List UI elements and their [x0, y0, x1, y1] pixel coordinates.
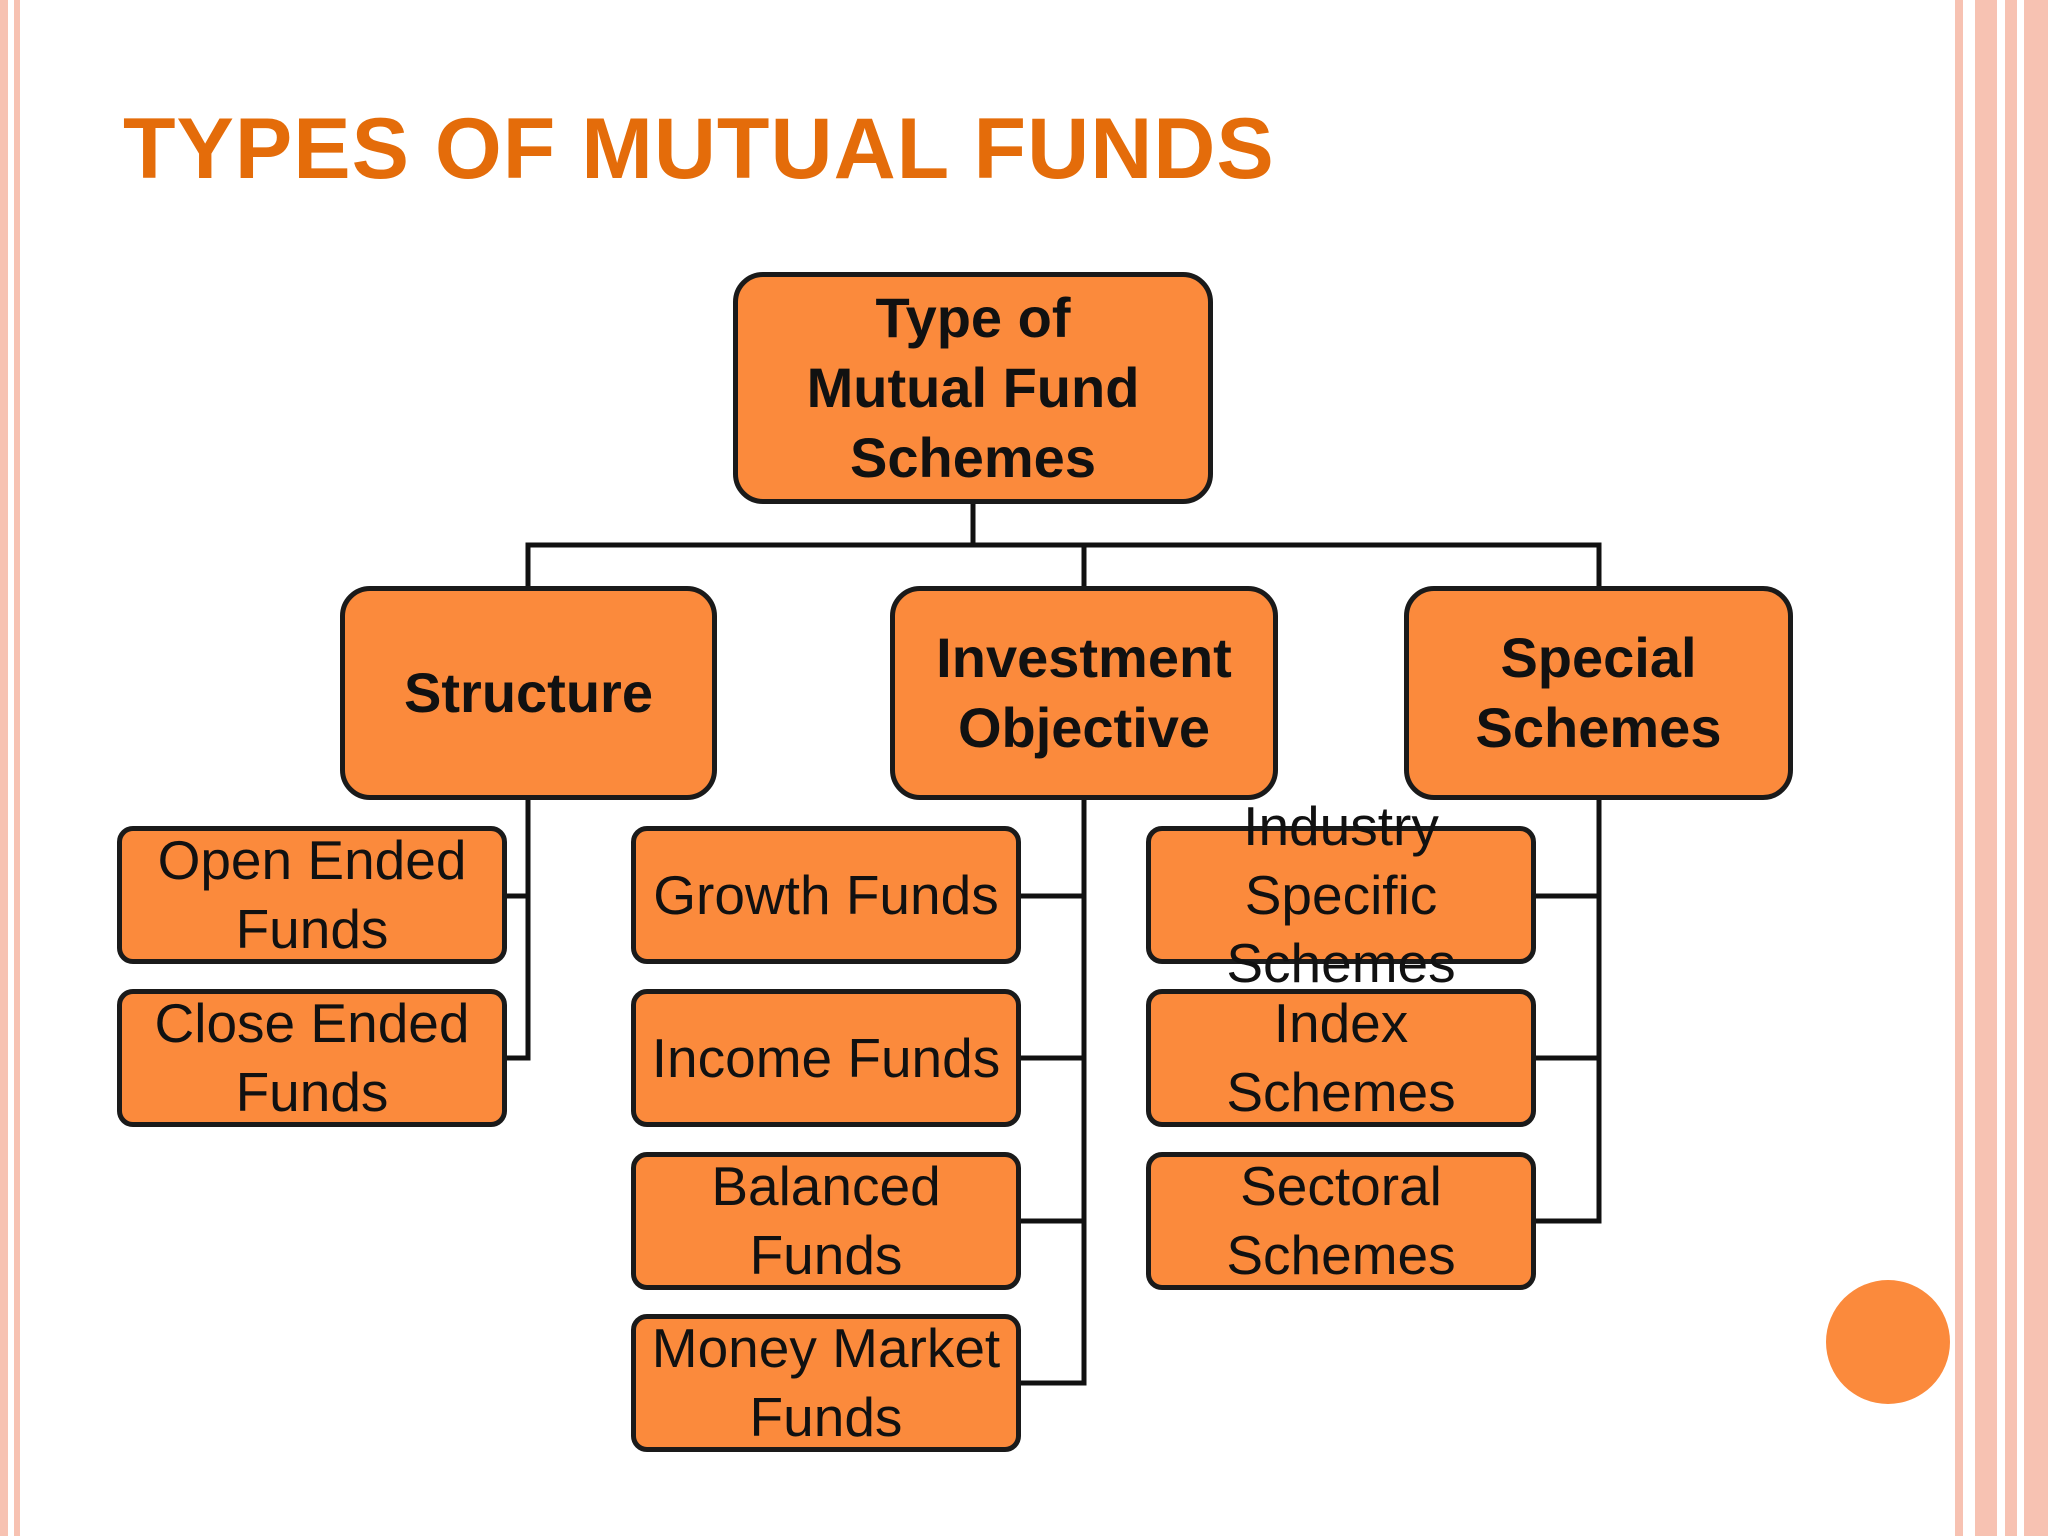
node-growth-funds-label: Growth Funds — [653, 863, 999, 926]
node-balanced-funds-label: Balanced Funds — [711, 1155, 941, 1286]
node-structure-label: Structure — [404, 661, 653, 724]
frame-stripe-right-1 — [1955, 0, 1963, 1536]
node-open-ended-funds-label: Open Ended Funds — [157, 829, 467, 960]
frame-stripe-left-inner — [14, 0, 20, 1536]
node-income-funds: Income Funds — [631, 989, 1021, 1127]
node-money-market-funds: Money Market Funds — [631, 1314, 1021, 1452]
frame-stripe-left — [0, 0, 8, 1536]
node-root-label: Type of Mutual Fund Schemes — [806, 286, 1140, 489]
node-industry-specific-schemes-label: Industry Specific Schemes — [1226, 794, 1456, 995]
node-income-funds-label: Income Funds — [651, 1026, 1001, 1089]
node-index-schemes: Index Schemes — [1146, 989, 1536, 1127]
node-index-schemes-label: Index Schemes — [1226, 992, 1456, 1123]
slide-title: TYPES OF MUTUAL FUNDS — [123, 101, 1275, 197]
node-close-ended-funds: Close Ended Funds — [117, 989, 507, 1127]
node-industry-specific-schemes: Industry Specific Schemes — [1146, 795, 1536, 994]
node-sectoral-schemes-label: Sectoral Schemes — [1226, 1155, 1456, 1286]
decorative-circle — [1826, 1280, 1950, 1404]
node-balanced-funds: Balanced Funds — [631, 1152, 1021, 1290]
node-special-schemes-label: Special Schemes — [1475, 626, 1722, 759]
frame-stripe-right-3 — [2005, 0, 2017, 1536]
node-special-schemes: Special Schemes — [1404, 586, 1793, 800]
node-investment-objective-label: Investment Objective — [936, 626, 1232, 759]
node-open-ended-funds: Open Ended Funds — [117, 826, 507, 964]
node-growth-funds: Growth Funds — [631, 826, 1021, 964]
node-root: Type of Mutual Fund Schemes — [733, 272, 1213, 504]
node-sectoral-schemes: Sectoral Schemes — [1146, 1152, 1536, 1290]
frame-stripe-right-4 — [2024, 0, 2048, 1536]
frame-stripe-right-2 — [1975, 0, 1997, 1536]
node-close-ended-funds-label: Close Ended Funds — [154, 992, 470, 1123]
node-money-market-funds-label: Money Market Funds — [651, 1317, 1001, 1448]
node-investment-objective: Investment Objective — [890, 586, 1278, 800]
node-structure: Structure — [340, 586, 717, 800]
